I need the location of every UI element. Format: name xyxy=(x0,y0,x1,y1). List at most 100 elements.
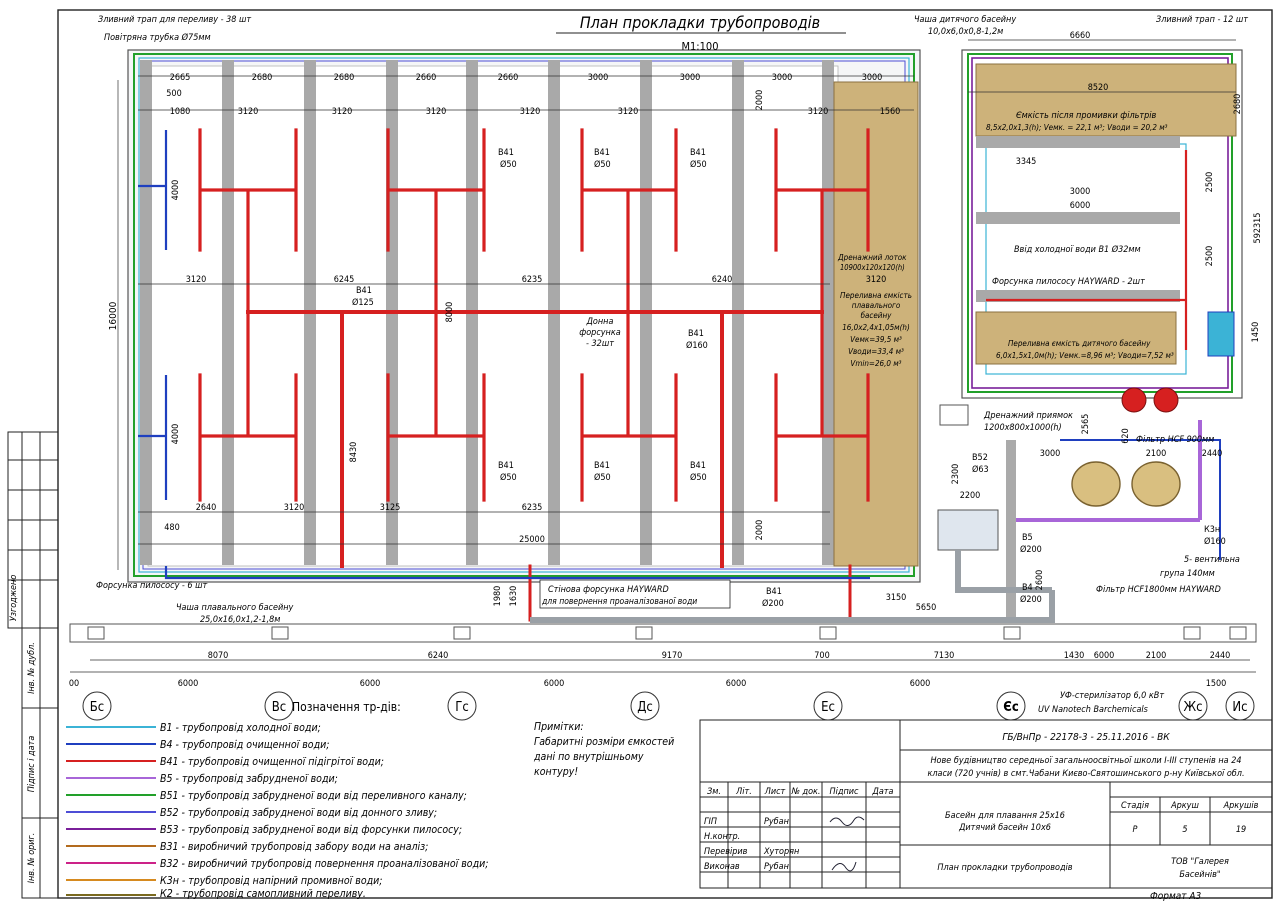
pipe-tag: Ø50 xyxy=(690,472,707,483)
overflow-tank-line: басейну xyxy=(861,311,893,320)
pipe-tag: Ø50 xyxy=(500,472,517,483)
stamp-company: Басейнів" xyxy=(1179,870,1220,880)
kids-beam xyxy=(976,136,1180,148)
legend-item: В32 - виробничий трубопровід повернення … xyxy=(160,858,488,870)
dim-text: 6235 xyxy=(522,503,543,513)
dim-text: 2660 xyxy=(416,73,437,83)
pipe-tag: В4 xyxy=(1022,583,1033,593)
dim-text: 8520 xyxy=(1088,83,1109,93)
b4-pipe xyxy=(1060,439,1221,560)
dim-text: 6000 xyxy=(544,679,565,689)
dim-text: 6000 xyxy=(1094,651,1115,661)
pipe-tag: В41 xyxy=(356,286,372,296)
stamp-col: Підпис xyxy=(830,787,859,797)
label-drain-tray-size: 10900х120х120(h) xyxy=(840,263,905,272)
b41-pipes xyxy=(198,128,870,622)
stamp-project: Нове будівництво середньої загальноосвіт… xyxy=(930,756,1241,766)
dim-text: 2100 xyxy=(1146,449,1167,459)
pipe-tag: Ø160 xyxy=(1204,536,1226,547)
dim-text: 592315 xyxy=(1253,213,1263,244)
pipe-tag: В41 xyxy=(690,461,706,471)
label-main-bowl-size: 25,0х16,0х1,2-1,8м xyxy=(200,615,280,625)
label-kids-bowl: Чаша дитячого басейну xyxy=(914,15,1016,25)
signature-vykon xyxy=(831,861,857,872)
notes: Примітки: Габаритні розміри ємкостей дан… xyxy=(533,721,674,778)
signature-gip xyxy=(829,816,865,826)
kids-b53-ring xyxy=(971,57,1229,389)
label-main-bowl: Чаша плавального басейну xyxy=(176,603,294,613)
dim-text: 7130 xyxy=(934,651,955,661)
pipe-tag: Ø200 xyxy=(1020,544,1042,555)
label-cold-water: Ввід холодної води В1 Ø32мм xyxy=(1014,244,1141,255)
stamp-sheet: 5 xyxy=(1182,825,1187,835)
stamp-col: Зм. xyxy=(707,787,721,797)
pipe-tag: В5 xyxy=(1022,533,1033,543)
dim-text: 3000 xyxy=(1040,449,1061,459)
column xyxy=(87,626,105,640)
b41-comb xyxy=(580,128,678,314)
overflow-tank-line: Переливна ємкість xyxy=(840,291,912,300)
overflow-tank-line: Vmin=26,0 м³ xyxy=(850,359,901,368)
dim-text: 2665 xyxy=(170,73,191,83)
dim-text: 4000 xyxy=(171,424,181,445)
wall-strip xyxy=(69,623,1257,643)
kids-pool-outline xyxy=(961,49,1243,399)
b41-comb xyxy=(386,310,486,502)
stamp-sheets-header: Аркушів xyxy=(1223,801,1259,811)
label-filter-hcf1800: Фільтр HCF1800мм HAYWARD xyxy=(1096,585,1221,595)
legend-title: Позначення тр-дів: xyxy=(292,700,401,714)
nozzle-line: - 32шт xyxy=(586,339,614,349)
label-drain-pit-size: 1200х800х1000(h) xyxy=(984,423,1062,433)
b41-comb xyxy=(774,128,870,314)
axis-label: Вс xyxy=(272,700,286,715)
label-drain-tray: Дренажний лоток xyxy=(837,253,907,262)
side-stamp xyxy=(7,431,59,899)
stamp-object: Дитячий басейн 10х6 xyxy=(958,823,1051,833)
filter-hcf900-left xyxy=(1121,387,1147,413)
label-vac-hayward-kids: Форсунка пилососу HAYWARD - 2шт xyxy=(992,277,1145,287)
label-filter-hcf900: Фільтр HCF 900мм xyxy=(1136,435,1214,445)
overflow-tank-line: 16,0х2,4х1,05м(h) xyxy=(842,323,910,332)
stamp-role: Перевірив xyxy=(704,847,748,857)
dimension-lines xyxy=(70,39,1256,673)
b4-stubs xyxy=(138,130,870,580)
b41-comb xyxy=(580,310,678,502)
side-inv-orig: Інв. № ориг. xyxy=(27,833,37,884)
dim-text: 3120 xyxy=(618,107,639,117)
dim-text: 2600 xyxy=(1035,570,1045,591)
dim-text: 2500 xyxy=(1205,246,1215,267)
label-valve-group: група 140мм xyxy=(1160,569,1215,579)
equipment-zone xyxy=(530,311,1235,623)
legend-item: В1 - трубопровід холодної води; xyxy=(160,722,321,734)
dim-text: 6000 xyxy=(726,679,747,689)
side-sign-date: Підпис і дата xyxy=(27,736,37,793)
bottom-nozzle-label: Донна форсунка - 32шт xyxy=(579,317,620,349)
beam xyxy=(140,60,152,565)
axis-label: Жс xyxy=(1183,700,1202,715)
column xyxy=(1183,626,1201,640)
title-block xyxy=(699,719,1273,889)
stamp-col: Лист xyxy=(764,787,786,797)
dim-text: 480 xyxy=(164,523,179,533)
label-uv: УФ-стерилізатор 6,0 кВт xyxy=(1060,691,1164,701)
stamp-stage-header: Стадія xyxy=(1121,801,1149,811)
legend-item: В4 - трубопровід очищенної води; xyxy=(160,739,329,751)
dim-text: 3000 xyxy=(862,73,883,83)
legend-item: В41 - трубопровід очищенної підігрітої в… xyxy=(160,756,384,768)
axis-label: Ис xyxy=(1232,700,1247,715)
stamp-col: Дата xyxy=(872,787,894,797)
kids-b51-ring xyxy=(967,53,1233,393)
side-agreed: Узгоджено xyxy=(9,575,19,622)
axis-label: Гс xyxy=(455,700,469,715)
notes-line: дані по внутрішньому xyxy=(533,751,644,763)
axis-label: Бс xyxy=(90,700,104,715)
drawing-title: План прокладки трубопроводів xyxy=(580,13,820,32)
dim-text: 620 xyxy=(1121,428,1131,443)
dim-text: 6240 xyxy=(712,275,733,285)
label-air-tube: Повітряна трубка Ø75мм xyxy=(104,32,211,43)
pipe-tag: В41 xyxy=(690,148,706,158)
label-wall-nozzle: для повернення проаналізованої води xyxy=(541,597,697,607)
b41-comb xyxy=(386,128,486,314)
pipe-tag: Ø160 xyxy=(686,340,708,351)
dims-kids: 6660 8520 3345 3000 6000 2680 2500 2500 … xyxy=(493,31,1263,613)
